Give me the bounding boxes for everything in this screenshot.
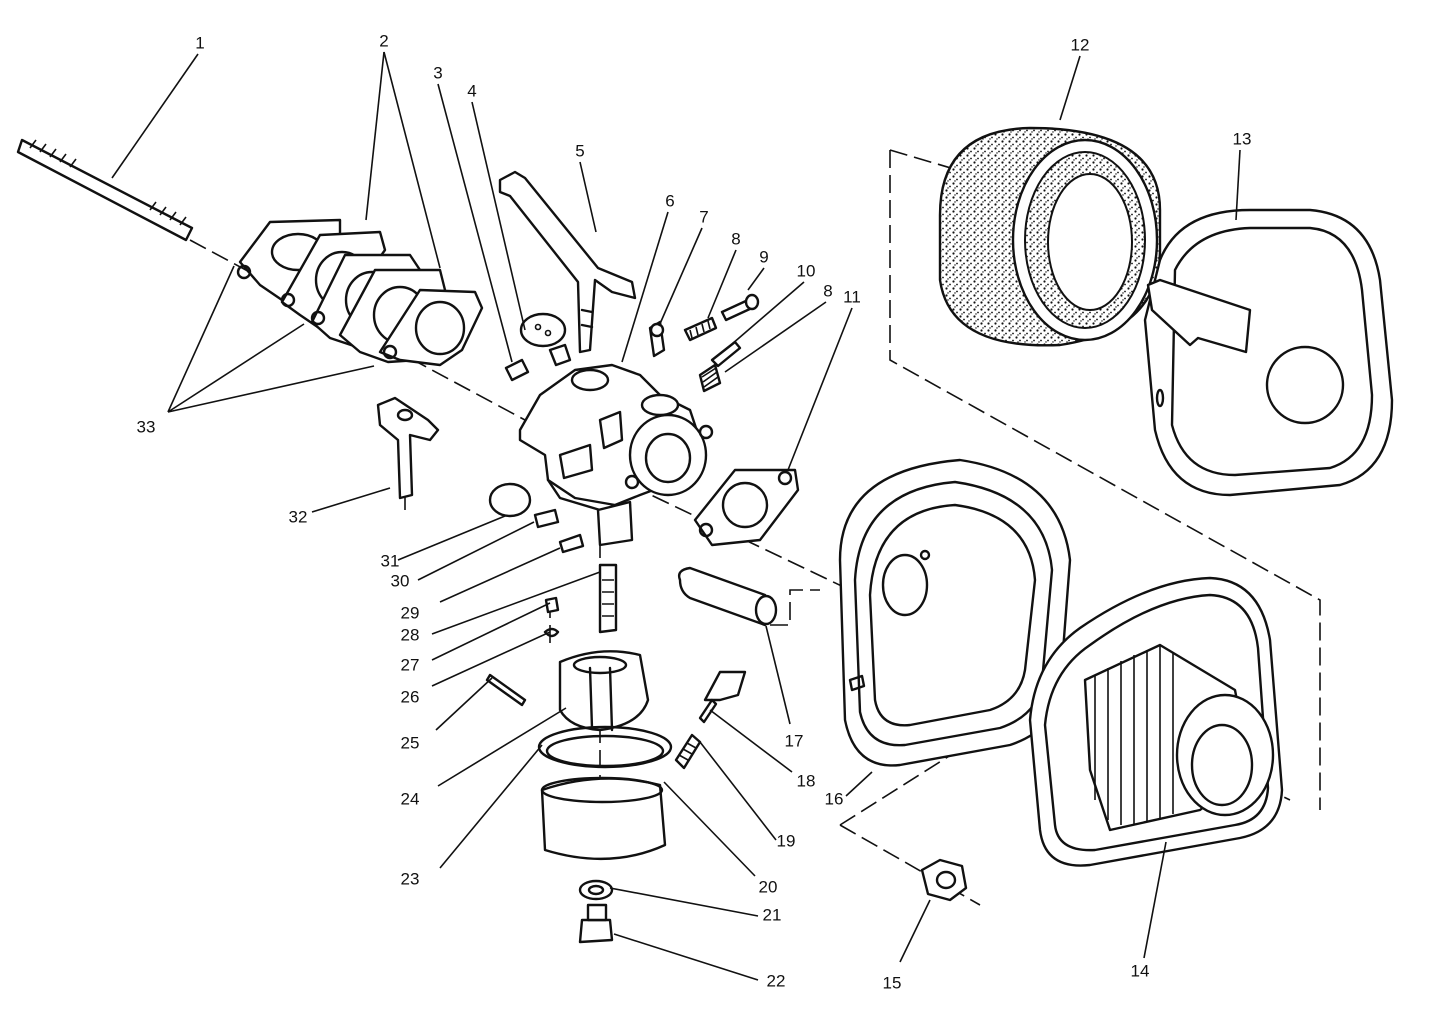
- callout-14: 14: [1131, 961, 1150, 980]
- callout-20: 20: [759, 877, 778, 896]
- callout-33: 33: [137, 417, 156, 436]
- callout-7: 7: [699, 207, 708, 226]
- callout-10: 10: [797, 261, 816, 280]
- part-air-cleaner-cover: [1143, 208, 1394, 497]
- callout-11: 11: [843, 287, 861, 306]
- part-stud: [16, 138, 194, 242]
- callout-18: 18: [797, 771, 816, 790]
- part-choke-plate: [519, 312, 572, 367]
- part-carburetor-body: [518, 363, 714, 547]
- part-throttle-plate: [488, 482, 585, 554]
- callout-19: 19: [777, 831, 796, 850]
- callout-1: 1: [195, 33, 204, 52]
- callout-31: 31: [381, 551, 400, 570]
- callout-22: 22: [767, 971, 786, 990]
- callout-8-upper: 8: [731, 229, 740, 248]
- callout-5: 5: [575, 141, 584, 160]
- callout-21: 21: [763, 905, 782, 924]
- part-throttle-shaft: [376, 396, 440, 500]
- part-breather-hose: [677, 566, 778, 627]
- leader-lines: [111, 51, 1241, 981]
- part-bowl-washer-bolt: [578, 879, 614, 944]
- part-screw-small: [504, 358, 530, 382]
- callout-32: 32: [289, 507, 308, 526]
- part-inlet-needle: [485, 596, 560, 707]
- callout-28: 28: [401, 625, 420, 644]
- part-main-jet: [598, 563, 618, 634]
- part-filter-gasket: [693, 468, 800, 547]
- part-adjust-screw-spring: [674, 670, 747, 770]
- part-float-bowl: [540, 776, 667, 861]
- part-choke-lever: [498, 170, 637, 354]
- part-float: [558, 650, 650, 732]
- callout-30: 30: [391, 571, 410, 590]
- callout-23: 23: [401, 869, 420, 888]
- part-foam-element: [938, 126, 1162, 347]
- callout-8-lower: 8: [823, 281, 832, 300]
- part-idle-screw-set: [648, 293, 760, 393]
- callout-labels: 1 2 3 4 5 6 7 8 9 10 8 11 12 13 14 15 16…: [137, 31, 1252, 992]
- callout-13: 13: [1233, 129, 1252, 148]
- callout-26: 26: [401, 687, 420, 706]
- callout-25: 25: [401, 733, 420, 752]
- callout-12: 12: [1071, 35, 1090, 54]
- part-flange-nut: [920, 858, 968, 902]
- callout-3: 3: [433, 63, 442, 82]
- callout-2: 2: [379, 31, 388, 50]
- callout-27: 27: [401, 655, 420, 674]
- part-bowl-gasket: [537, 725, 673, 769]
- part-air-cleaner-base: [838, 458, 1072, 767]
- part-paper-element: [1028, 576, 1284, 867]
- callout-9: 9: [759, 247, 768, 266]
- callout-6: 6: [665, 191, 674, 210]
- callout-17: 17: [785, 731, 804, 750]
- callout-4: 4: [467, 81, 476, 100]
- part-gaskets: [236, 218, 484, 367]
- callout-29: 29: [401, 603, 420, 622]
- callout-16: 16: [825, 789, 844, 808]
- callout-24: 24: [401, 789, 420, 808]
- callout-15: 15: [883, 973, 902, 992]
